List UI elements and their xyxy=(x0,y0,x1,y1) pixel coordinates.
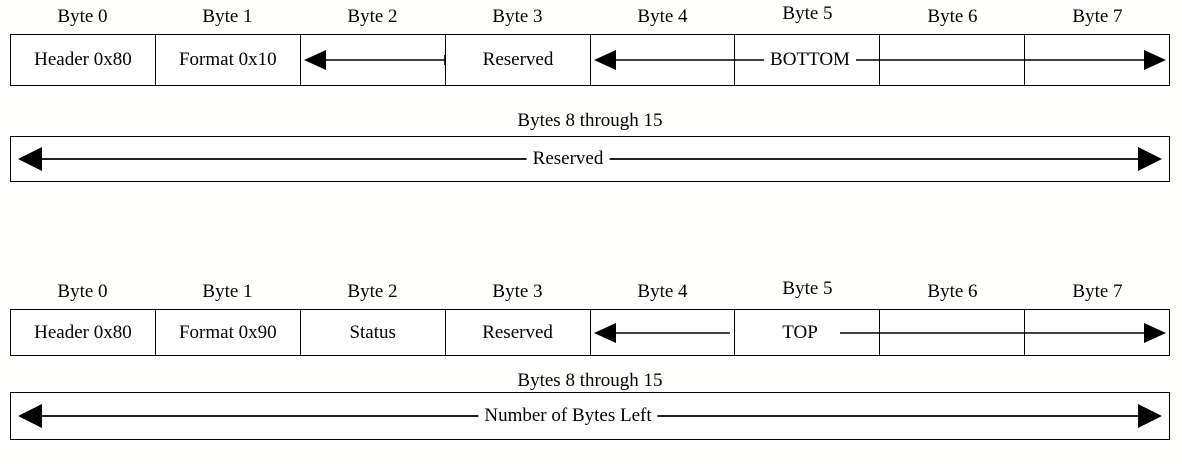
byte-label-1: Byte 1 xyxy=(202,6,253,27)
byte-label-0: Byte 0 xyxy=(57,6,108,27)
byte-cell-3 xyxy=(446,35,591,85)
byte-cell-7 xyxy=(1025,310,1169,355)
byte-label-4: Byte 4 xyxy=(637,6,688,27)
byte-label-5: Byte 5 xyxy=(782,278,833,299)
byte-header-labels-bottom: Byte 0 Byte 1 Byte 2 Byte 3 Byte 4 Byte … xyxy=(10,277,1170,307)
byte-label-7: Byte 7 xyxy=(1072,6,1123,27)
byte-cell-0: Header 0x80 xyxy=(11,35,156,85)
response-frame-diagram: Byte 0 Byte 1 Byte 2 Byte 3 Byte 4 Byte … xyxy=(0,275,1182,464)
byte-row-0-7: Header 0x80 Format 0x10 xyxy=(10,34,1170,86)
byte-cell-6 xyxy=(880,35,1026,85)
byte-label-2: Byte 2 xyxy=(347,281,398,302)
byte-cell-3: Reserved xyxy=(446,310,591,355)
byte-label-2: Byte 2 xyxy=(347,6,398,27)
top-span-label: TOP xyxy=(776,323,824,343)
command-frame-diagram: Byte 0 Byte 1 Byte 2 Byte 3 Byte 4 Byte … xyxy=(0,0,1182,190)
byte-cell-6 xyxy=(880,310,1026,355)
byte-cell-7 xyxy=(1025,35,1169,85)
byte-cell-1: Format 0x10 xyxy=(156,35,301,85)
byte-row-0-7: Header 0x80 Format 0x90 Status Reserved xyxy=(10,309,1170,356)
bytes-8-15-label: Reserved xyxy=(526,149,610,169)
byte-cell-0: Header 0x80 xyxy=(11,310,156,355)
byte-cell-4 xyxy=(591,35,736,85)
byte-label-1: Byte 1 xyxy=(202,281,253,302)
bytes-8-15-caption: Bytes 8 through 15 xyxy=(517,110,663,131)
byte-label-6: Byte 6 xyxy=(927,6,978,27)
byte-label-3: Byte 3 xyxy=(492,6,543,27)
byte-label-5: Byte 5 xyxy=(782,3,833,24)
byte-cell-2: Status xyxy=(301,310,446,355)
byte-cell-2 xyxy=(301,35,446,85)
byte-cell-4 xyxy=(591,310,736,355)
reserved-span-label: Reserved xyxy=(476,50,560,70)
bytes-8-15-caption: Bytes 8 through 15 xyxy=(517,370,663,391)
bottom-span-label: BOTTOM xyxy=(764,50,856,70)
bytes-8-15-label: Number of Bytes Left xyxy=(478,406,658,426)
byte-label-4: Byte 4 xyxy=(637,281,688,302)
byte-label-3: Byte 3 xyxy=(492,281,543,302)
byte-label-7: Byte 7 xyxy=(1072,281,1123,302)
byte-header-labels-top: Byte 0 Byte 1 Byte 2 Byte 3 Byte 4 Byte … xyxy=(10,2,1170,32)
byte-cell-1: Format 0x90 xyxy=(156,310,301,355)
byte-label-0: Byte 0 xyxy=(57,281,108,302)
byte-label-6: Byte 6 xyxy=(927,281,978,302)
